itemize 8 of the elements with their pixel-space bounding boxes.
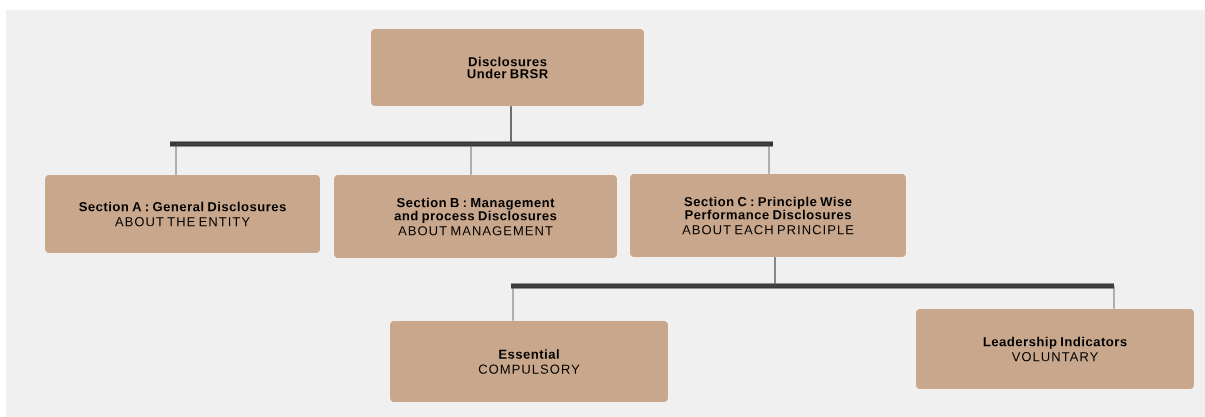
connector-line bbox=[510, 105, 770, 175]
process-box: Section B : Management and process Disclosures ABOUT MANAGEMENT bbox=[334, 175, 617, 258]
connector-line bbox=[774, 256, 1115, 310]
process-box: Section A : General Disclosures ABOUT THE ENTITY bbox=[45, 175, 320, 253]
process-box: Leadership Indicators VOLUNTARY bbox=[916, 309, 1194, 389]
process-box: Disclosures Under BRSR bbox=[371, 29, 644, 106]
process-box: Section C : Principle Wise Performance Disclosures ABOUT EACH PRINCIPLE bbox=[630, 174, 906, 257]
process-box: Essential COMPULSORY bbox=[390, 321, 668, 402]
